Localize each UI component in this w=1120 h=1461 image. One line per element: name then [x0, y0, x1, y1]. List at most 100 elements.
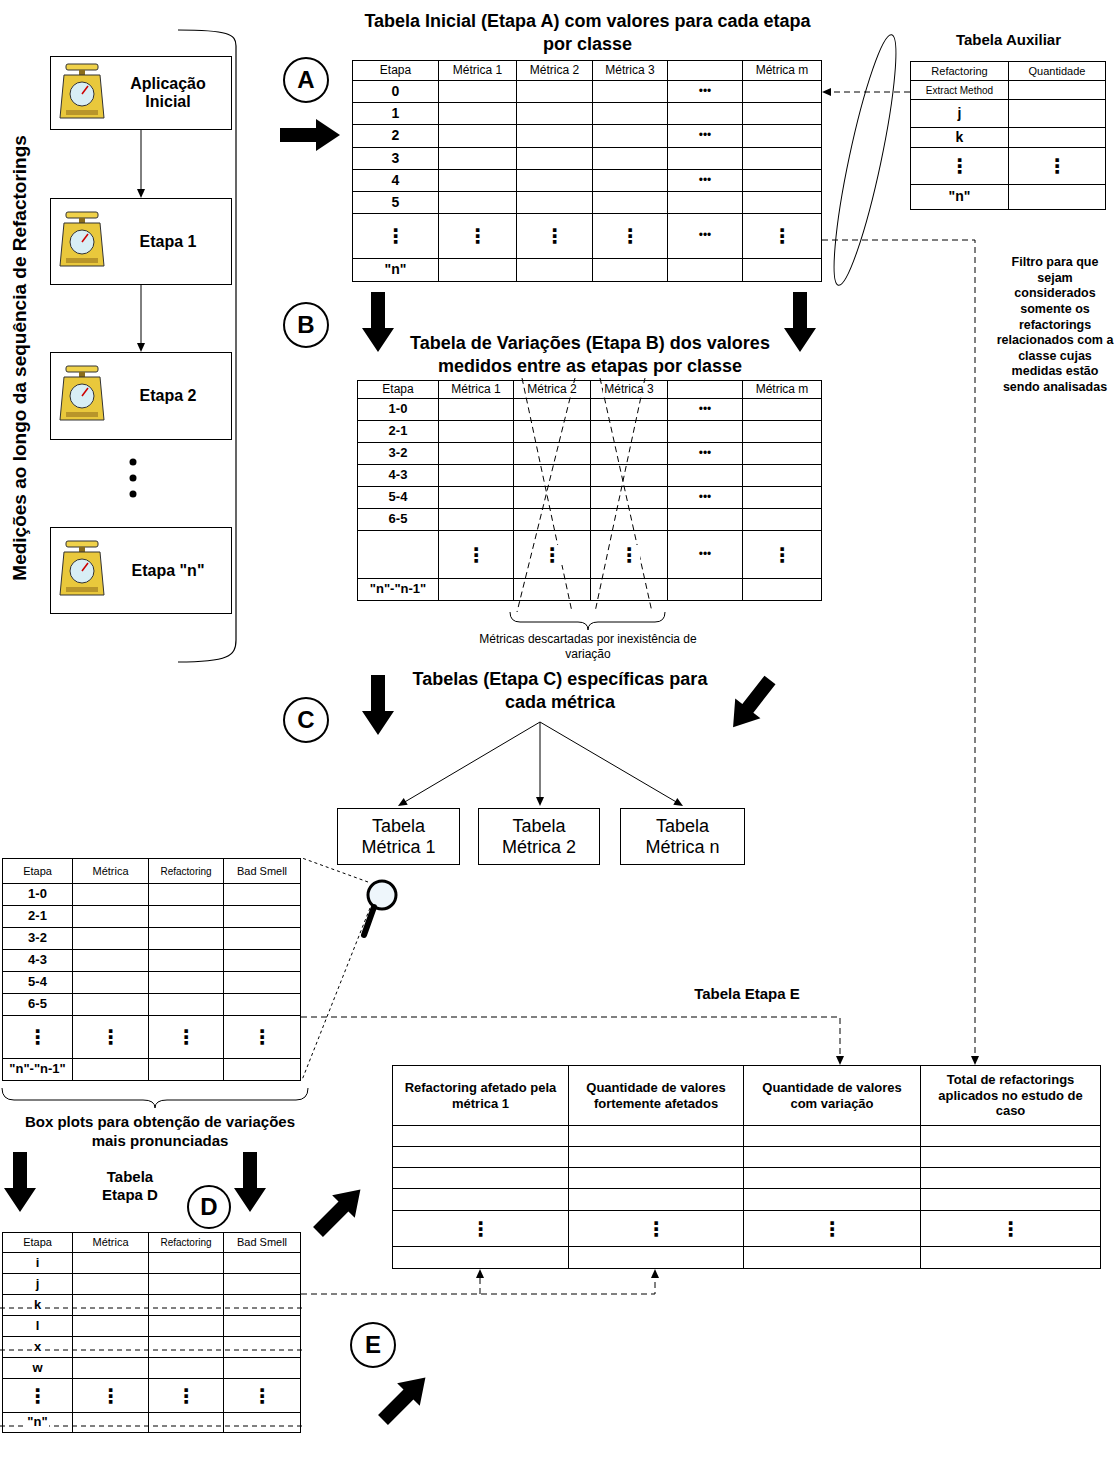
box-label: Tabela Métrica 2	[487, 816, 591, 857]
box-label: Tabela Métrica 1	[346, 816, 451, 857]
table-cell	[514, 579, 591, 601]
table-cell-text: Etapa	[22, 865, 53, 877]
table-cell	[593, 259, 668, 282]
strike-line	[0, 1308, 302, 1426]
table-cell-text: k	[33, 1298, 42, 1312]
table-cell	[149, 1413, 224, 1433]
table-cell	[73, 950, 149, 972]
table-cell: "n"-"n-1"	[358, 579, 439, 601]
table-cell: Métrica 3	[593, 61, 668, 81]
table-cell	[439, 103, 517, 125]
table-cell: Bad Smell	[224, 859, 301, 884]
table-cell: 6-5	[358, 509, 439, 531]
table-cell: •••	[668, 170, 743, 192]
table-cell: Quantidade de valores com variação	[744, 1066, 921, 1126]
table-cell	[73, 1295, 149, 1316]
table-cell-text: ⋮	[618, 545, 640, 565]
table-cell	[569, 1189, 744, 1211]
connector-line	[301, 1277, 655, 1294]
table-cell-text: •••	[698, 85, 713, 98]
table-cell	[224, 1274, 301, 1295]
arrow-head	[651, 1269, 659, 1278]
table-cell-text: 5-4	[27, 975, 48, 989]
table-cell-text: Métrica m	[755, 383, 810, 396]
table-cell-text: ⋮	[619, 226, 641, 246]
table-cell-text: Extract Method	[925, 85, 994, 96]
table-cell	[73, 1413, 149, 1433]
table-cell	[668, 421, 743, 443]
step-circle: E	[350, 1322, 396, 1368]
table-cell-text: ⋮	[544, 226, 566, 246]
table-cell: ⋮	[911, 148, 1009, 185]
table-cell	[149, 994, 224, 1016]
step-caption: Tabelas (Etapa C) específicas para cada …	[400, 668, 720, 713]
brace	[2, 1088, 308, 1108]
table-cell: ⋮	[224, 1016, 301, 1059]
table-cell-text: Refactoring	[930, 65, 988, 77]
table-cell	[149, 1358, 224, 1379]
table-cell	[517, 259, 593, 282]
step-circle: A	[283, 57, 329, 103]
table-cell-text: "n"	[26, 1415, 48, 1429]
step-letter: E	[365, 1331, 381, 1359]
scale-icon	[60, 541, 104, 595]
table-cell-text: Métrica 3	[603, 383, 654, 396]
table-cell: Métrica 3	[591, 381, 668, 399]
table-heading: Tabela Etapa E	[622, 985, 872, 1004]
table-cell	[743, 399, 822, 421]
table-cell	[743, 259, 822, 282]
table-cell-text: k	[955, 130, 965, 145]
connector	[822, 240, 979, 1065]
table-cell	[149, 884, 224, 906]
table-cell: Total de refactorings aplicados no estud…	[921, 1066, 1101, 1126]
scale-icon	[60, 64, 104, 118]
table-cell	[439, 487, 514, 509]
table-cell	[668, 61, 743, 81]
table-cell	[514, 509, 591, 531]
table-cell	[149, 906, 224, 928]
connector-line	[822, 240, 975, 1057]
vertical-caption: Medições ao longo da sequência de Refact…	[8, 58, 32, 658]
table-cell-text: Refactoring afetado pela métrica 1	[396, 1080, 565, 1111]
table-cell	[439, 170, 517, 192]
metric-table-box: Tabela Métrica 1	[337, 808, 460, 865]
table-cell	[73, 1274, 149, 1295]
table-cell: •••	[668, 443, 743, 465]
table-cell	[743, 465, 822, 487]
table-cell-text: Refactoring	[159, 866, 212, 877]
table-cell	[73, 994, 149, 1016]
table-cell	[743, 487, 822, 509]
table-cell: 2-1	[358, 421, 439, 443]
table-cell-text: ⋮	[771, 226, 793, 246]
table-cell-text: 1-0	[27, 887, 48, 901]
table-cell	[73, 906, 149, 928]
stage-label: Etapa "n"	[132, 562, 205, 580]
table-cell-text: ⋮	[251, 1386, 273, 1406]
table-cell: Etapa	[3, 1233, 73, 1253]
table-cell: Métrica	[73, 1233, 149, 1253]
table-cell	[358, 531, 439, 579]
table-cell: ⋮	[921, 1211, 1101, 1247]
table-cell	[393, 1126, 569, 1147]
table-cell-text: Métrica 1	[452, 64, 503, 77]
table-cell: j	[3, 1274, 73, 1295]
table-cell: Refactoring	[149, 859, 224, 884]
table-cell	[668, 148, 743, 170]
table-cell: ⋮	[3, 1016, 73, 1059]
table-cell: 3-2	[358, 443, 439, 465]
table-cell-text: ⋮	[27, 1386, 49, 1406]
note-label: Métricas descartadas por inexistência de…	[463, 632, 713, 662]
table-cell	[149, 1316, 224, 1337]
table-cell: 3	[353, 148, 439, 170]
table-cell	[744, 1126, 921, 1147]
table-cell-text: ⋮	[251, 1027, 273, 1047]
stage-box: Aplicação Inicial	[50, 56, 232, 130]
table-cell	[224, 928, 301, 950]
table-cell: •••	[668, 125, 743, 148]
brace	[510, 612, 665, 630]
table-cell: Etapa	[353, 61, 439, 81]
table-cell-text: ⋮	[771, 545, 793, 565]
table-cell	[224, 950, 301, 972]
table-cell-text: Refactoring	[159, 1237, 212, 1248]
table-cell-text: i	[35, 1256, 41, 1270]
